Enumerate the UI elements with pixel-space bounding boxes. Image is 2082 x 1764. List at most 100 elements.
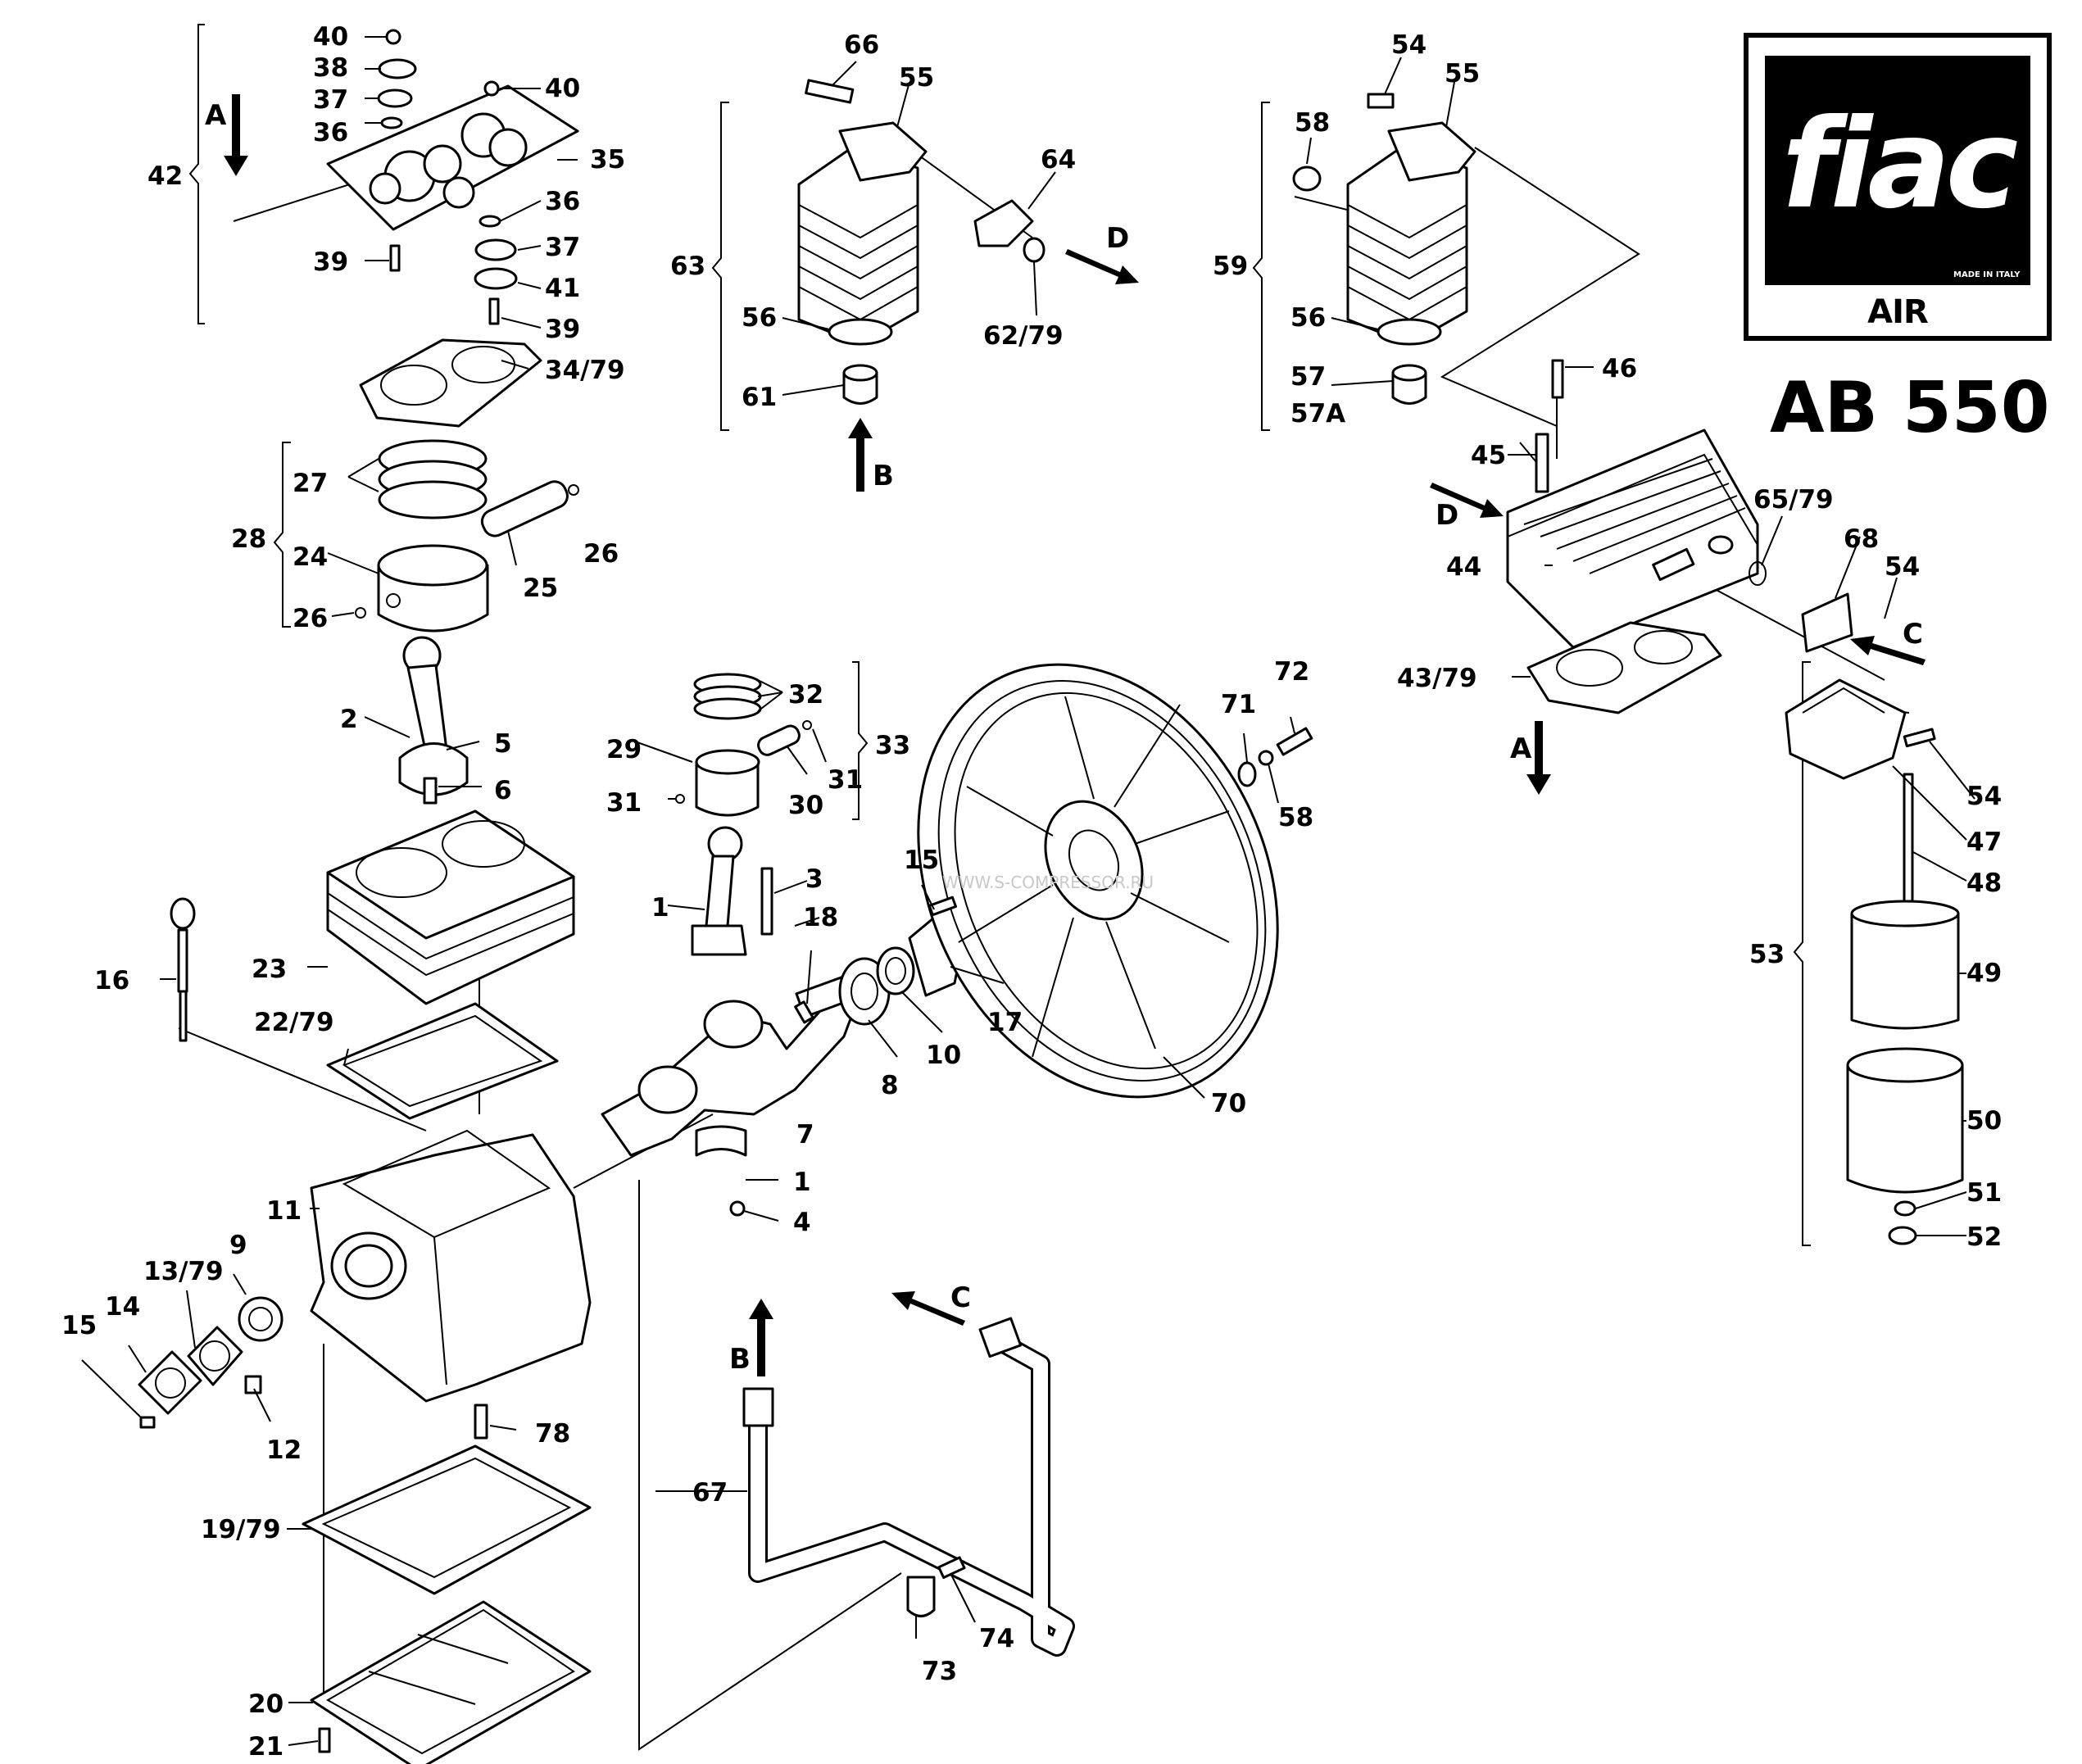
arrow-B-bottom — [749, 1299, 773, 1376]
label-1b: 1 — [793, 1168, 811, 1197]
arrow-A-right — [1526, 721, 1551, 795]
label-26b: 26 — [293, 604, 328, 633]
cylinder-head-plate-left — [326, 84, 579, 231]
label-9: 9 — [229, 1231, 247, 1260]
label-59: 59 — [1213, 252, 1248, 281]
label-56b: 56 — [1290, 303, 1326, 333]
label-46: 46 — [1602, 354, 1637, 383]
connecting-rod-right — [691, 826, 773, 1217]
pulley-fasteners — [1237, 727, 1313, 787]
label-50: 50 — [1966, 1106, 2002, 1136]
cylinder-head-55-center — [797, 79, 928, 346]
label-43: 43/79 — [1397, 664, 1477, 693]
label-67: 67 — [692, 1478, 728, 1508]
label-16: 16 — [94, 966, 129, 995]
label-5: 5 — [494, 729, 512, 759]
watermark: WWW.S-COMPRESSOR.RU — [942, 873, 1154, 892]
connecting-rod-left — [398, 636, 469, 805]
label-52: 52 — [1966, 1222, 2002, 1252]
arrow-label-D-center: D — [1106, 222, 1129, 255]
head-outlet-64 — [973, 199, 1046, 263]
cylinder-block — [326, 809, 575, 1005]
piston-right-assembly — [675, 673, 812, 817]
arrow-B-center — [848, 418, 873, 492]
label-54b: 54 — [1885, 552, 1920, 582]
label-37a: 37 — [313, 85, 348, 115]
screw-15-pulley — [928, 896, 957, 917]
label-64: 64 — [1041, 145, 1076, 175]
plug-46 — [1551, 359, 1564, 399]
label-66: 66 — [844, 30, 879, 60]
label-6: 6 — [494, 776, 512, 805]
label-31a: 31 — [606, 788, 642, 818]
label-68: 68 — [1844, 524, 1879, 554]
label-13: 13/79 — [143, 1257, 224, 1286]
bottom-gasket — [302, 1444, 592, 1595]
screw-78 — [474, 1403, 488, 1440]
label-21: 21 — [248, 1732, 283, 1762]
label-65: 65/79 — [1753, 485, 1834, 515]
label-23: 23 — [252, 955, 287, 984]
label-54a: 54 — [1391, 30, 1427, 60]
label-74: 74 — [979, 1624, 1014, 1653]
label-56a: 56 — [742, 303, 777, 333]
arrow-D-right — [1430, 483, 1504, 518]
label-18: 18 — [803, 903, 838, 932]
valve-56-61-center — [828, 318, 893, 405]
crankcase — [310, 1129, 592, 1403]
model-title: AB 550 — [1770, 367, 2050, 449]
fiac-logo: fiac MADE IN ITALY AIR COMPRESSORS — [1744, 33, 2052, 341]
label-53: 53 — [1749, 940, 1785, 969]
cylinder-base-gasket — [326, 1002, 559, 1120]
label-49: 49 — [1966, 959, 2002, 988]
label-42: 42 — [147, 161, 183, 191]
label-51: 51 — [1966, 1178, 2002, 1208]
label-63: 63 — [670, 252, 705, 281]
label-54c: 54 — [1966, 782, 2002, 811]
arrow-label-D-right: D — [1436, 499, 1458, 532]
label-26a: 26 — [583, 539, 619, 569]
label-40a: 40 — [313, 22, 348, 52]
label-72: 72 — [1274, 657, 1309, 687]
label-15b: 15 — [904, 846, 939, 875]
arrow-label-C-right: C — [1903, 618, 1923, 651]
label-20: 20 — [248, 1689, 283, 1719]
arrow-C-right — [1850, 636, 1926, 665]
delivery-pipe-67 — [742, 1317, 1075, 1657]
gasket-43 — [1526, 621, 1722, 714]
label-8: 8 — [881, 1071, 899, 1100]
arrow-label-C-bottom: C — [950, 1281, 971, 1314]
label-62: 62/79 — [983, 321, 1064, 351]
arrow-labels: A B D D C A B C — [205, 99, 1923, 1376]
label-47: 47 — [1966, 828, 2002, 857]
arrow-D-center — [1065, 249, 1139, 284]
label-44: 44 — [1446, 552, 1481, 582]
label-36a: 36 — [313, 118, 348, 147]
label-12: 12 — [266, 1435, 302, 1465]
logo-dark-panel — [1765, 56, 2030, 285]
dipstick — [170, 897, 196, 1042]
label-37b: 37 — [545, 233, 580, 262]
piston-pin-25 — [480, 480, 569, 537]
label-22: 22/79 — [254, 1008, 334, 1037]
logo-wordmark: fiac — [1781, 93, 2019, 236]
logo-subtitle: AIR COMPRESSORS — [1762, 293, 2033, 336]
label-78: 78 — [535, 1419, 570, 1449]
label-39b: 39 — [545, 315, 580, 344]
screw-21 — [318, 1727, 331, 1753]
label-31b: 31 — [828, 765, 863, 795]
label-48: 48 — [1966, 868, 2002, 898]
arrow-C-bottom — [891, 1291, 965, 1326]
label-10: 10 — [926, 1041, 961, 1070]
bottom-cover — [310, 1600, 592, 1764]
bracket-68 — [1801, 592, 1853, 653]
arrow-label-B-center: B — [873, 460, 894, 492]
label-4: 4 — [793, 1208, 811, 1237]
seal-ring-10 — [876, 946, 915, 995]
label-55b: 55 — [1445, 59, 1480, 88]
air-filter-assembly — [1785, 678, 1964, 1245]
flywheel-pulley — [917, 663, 1279, 1099]
arrow-label-A-right: A — [1510, 732, 1532, 765]
label-19: 19/79 — [201, 1515, 281, 1544]
